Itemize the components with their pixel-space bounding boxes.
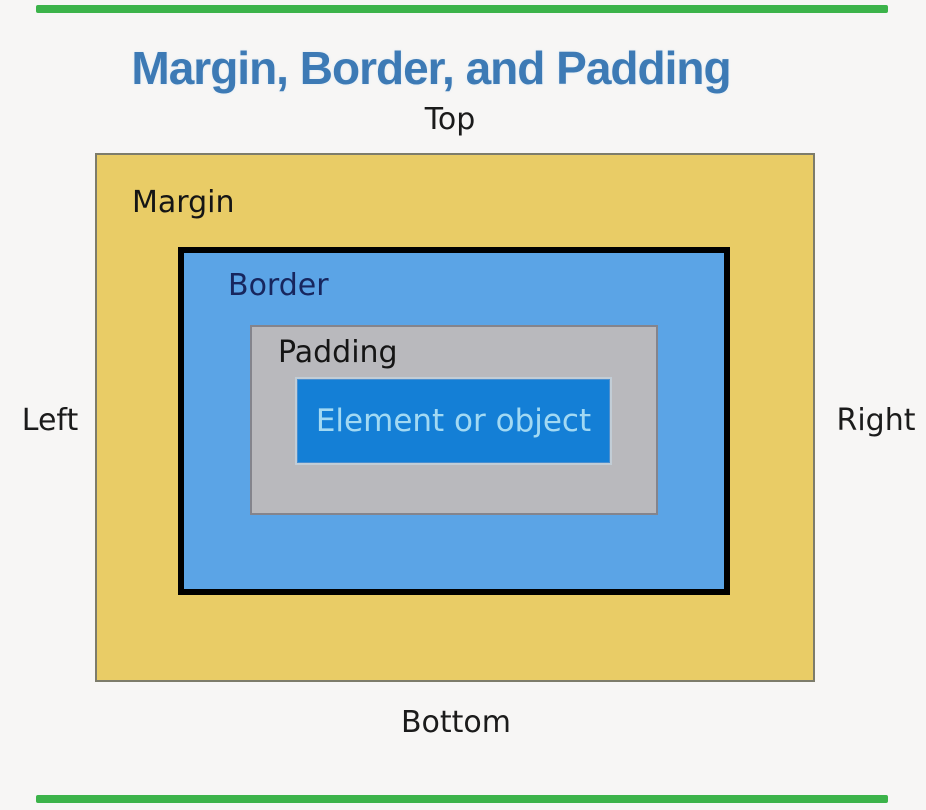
direction-label-top: Top (424, 102, 476, 137)
border-label: Border (228, 268, 329, 303)
bottom-green-divider (36, 795, 888, 803)
direction-label-bottom: Bottom (400, 705, 512, 740)
top-green-divider (36, 5, 888, 13)
page-title: Margin, Border, and Padding (131, 41, 731, 94)
direction-label-left: Left (21, 403, 79, 438)
element-label: Element or object (315, 403, 592, 439)
element-content-box: Element or object (295, 377, 612, 465)
padding-label: Padding (278, 335, 398, 370)
direction-label-right: Right (836, 403, 916, 438)
margin-label: Margin (132, 185, 235, 220)
